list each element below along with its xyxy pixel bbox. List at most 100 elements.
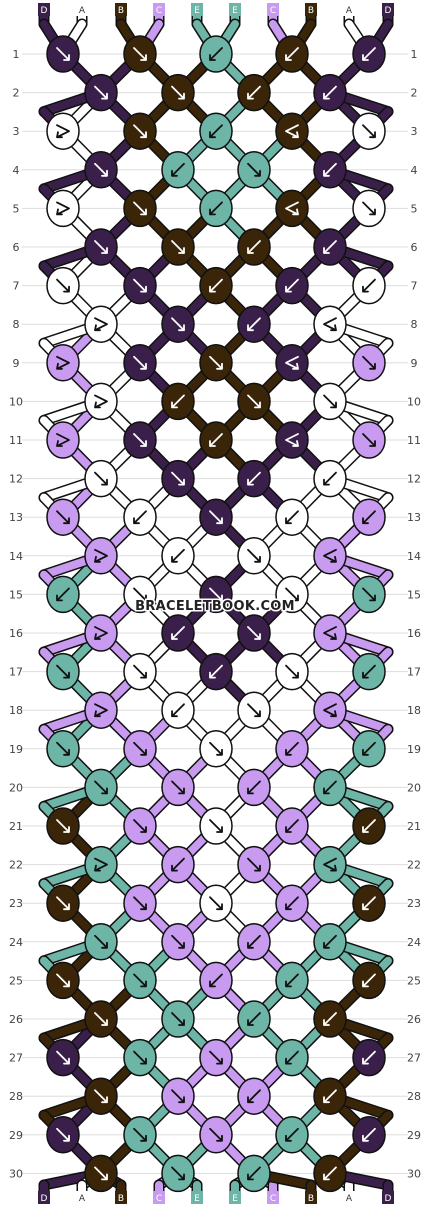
knot bbox=[275, 112, 309, 150]
knot-arrow-icon bbox=[362, 124, 376, 139]
knot-arrow-icon bbox=[56, 1127, 70, 1142]
knot bbox=[313, 614, 347, 652]
knot-arrow-icon bbox=[133, 973, 147, 988]
strand-label-bg bbox=[76, 3, 88, 16]
row-number: 14 bbox=[9, 550, 23, 563]
knot-arrow-icon bbox=[323, 471, 337, 486]
knot-arrow-icon bbox=[362, 664, 376, 679]
knot-arrow-icon bbox=[209, 896, 223, 911]
knot-arrow-icon bbox=[323, 548, 337, 563]
knot-arrow-icon bbox=[285, 1127, 299, 1142]
strand-label: C bbox=[156, 6, 162, 16]
knot-arrow-icon bbox=[94, 85, 108, 100]
strand-label: C bbox=[270, 1194, 276, 1204]
knot-arrow-icon bbox=[133, 355, 147, 370]
knot bbox=[313, 691, 347, 729]
row-number: 24 bbox=[407, 936, 421, 949]
row-number: 26 bbox=[9, 1013, 23, 1026]
knot-arrow-icon bbox=[94, 780, 108, 795]
row-number: 17 bbox=[407, 666, 421, 679]
knot-arrow-icon bbox=[171, 85, 185, 100]
knot-arrow-icon bbox=[94, 240, 108, 254]
knot-arrow-icon bbox=[285, 201, 299, 216]
knot-arrow-icon bbox=[247, 857, 261, 872]
knot-arrow-icon bbox=[133, 433, 147, 447]
knot-arrow-icon bbox=[133, 1127, 147, 1142]
knot-arrow-icon bbox=[323, 857, 337, 872]
knot-arrow-icon bbox=[94, 626, 108, 640]
strand-label: A bbox=[346, 6, 353, 16]
strand-label-bg bbox=[382, 1191, 394, 1204]
knot-arrow-icon bbox=[133, 47, 147, 61]
knot-arrow-icon bbox=[209, 819, 223, 833]
knot-arrow-icon bbox=[133, 664, 147, 679]
row-number: 10 bbox=[407, 395, 421, 408]
knot-arrow-icon bbox=[323, 1089, 337, 1104]
strand-label: B bbox=[118, 6, 124, 16]
row-number: 25 bbox=[9, 974, 23, 987]
knot-arrow-icon bbox=[171, 240, 185, 254]
row-number: 19 bbox=[407, 743, 421, 756]
row-number: 2 bbox=[411, 87, 418, 100]
knot-arrow-icon bbox=[285, 355, 299, 370]
knot-arrow-icon bbox=[362, 278, 376, 293]
knot bbox=[84, 614, 118, 652]
knot-arrow-icon bbox=[171, 317, 185, 332]
knot-arrow-icon bbox=[171, 934, 185, 949]
knot-arrow-icon bbox=[362, 973, 376, 988]
row-number: 2 bbox=[13, 87, 20, 100]
row-number: 23 bbox=[9, 897, 23, 910]
knot-arrow-icon bbox=[323, 317, 337, 332]
knot bbox=[313, 845, 347, 884]
knot-arrow-icon bbox=[94, 548, 108, 563]
strand-label-bg bbox=[76, 1191, 88, 1204]
knot-arrow-icon bbox=[362, 1050, 376, 1065]
row-number: 27 bbox=[407, 1052, 421, 1065]
knot-arrow-icon bbox=[56, 47, 70, 61]
knot-arrow-icon bbox=[94, 471, 108, 486]
row-number: 20 bbox=[9, 781, 23, 794]
row-number: 21 bbox=[9, 820, 23, 833]
knot-arrow-icon bbox=[171, 548, 185, 563]
knot-arrow-icon bbox=[362, 433, 376, 447]
row-number: 23 bbox=[407, 897, 421, 910]
knot-arrow-icon bbox=[94, 1166, 108, 1181]
row-number: 22 bbox=[9, 859, 23, 872]
knot-arrow-icon bbox=[247, 394, 261, 409]
row-number: 4 bbox=[13, 164, 20, 177]
knot-arrow-icon bbox=[209, 47, 223, 61]
knot bbox=[84, 382, 118, 421]
strand-label-bg bbox=[229, 3, 241, 16]
knot-arrow-icon bbox=[94, 1012, 108, 1026]
row-number: 5 bbox=[13, 202, 20, 215]
strand-label-bg bbox=[382, 3, 394, 16]
knot-arrow-icon bbox=[94, 1089, 108, 1104]
knot-arrow-icon bbox=[247, 934, 261, 949]
knot-arrow-icon bbox=[133, 124, 147, 139]
knot-arrow-icon bbox=[171, 1166, 185, 1181]
knot-arrow-icon bbox=[171, 162, 185, 177]
row-number: 18 bbox=[407, 704, 421, 717]
knot-arrow-icon bbox=[285, 819, 299, 833]
strand-label-bg bbox=[115, 3, 127, 16]
knot-arrow-icon bbox=[209, 201, 223, 216]
knot bbox=[313, 537, 347, 575]
knot-arrow-icon bbox=[209, 664, 223, 679]
watermark: BRACELETBOOK.COM bbox=[135, 599, 295, 614]
strand-label-bg bbox=[153, 1191, 165, 1204]
strand-label: A bbox=[79, 6, 86, 16]
row-number: 15 bbox=[407, 588, 421, 601]
strand-label-bg bbox=[115, 1191, 127, 1204]
strand-label: E bbox=[232, 1194, 238, 1204]
knot-arrow-icon bbox=[247, 317, 261, 332]
knot-arrow-icon bbox=[133, 896, 147, 911]
knot-arrow-icon bbox=[133, 278, 147, 293]
row-number: 9 bbox=[411, 357, 418, 370]
knot bbox=[313, 305, 347, 343]
knot-arrow-icon bbox=[285, 47, 299, 61]
row-number: 7 bbox=[411, 280, 418, 293]
row-number: 6 bbox=[411, 241, 418, 254]
row-number: 30 bbox=[407, 1167, 421, 1180]
